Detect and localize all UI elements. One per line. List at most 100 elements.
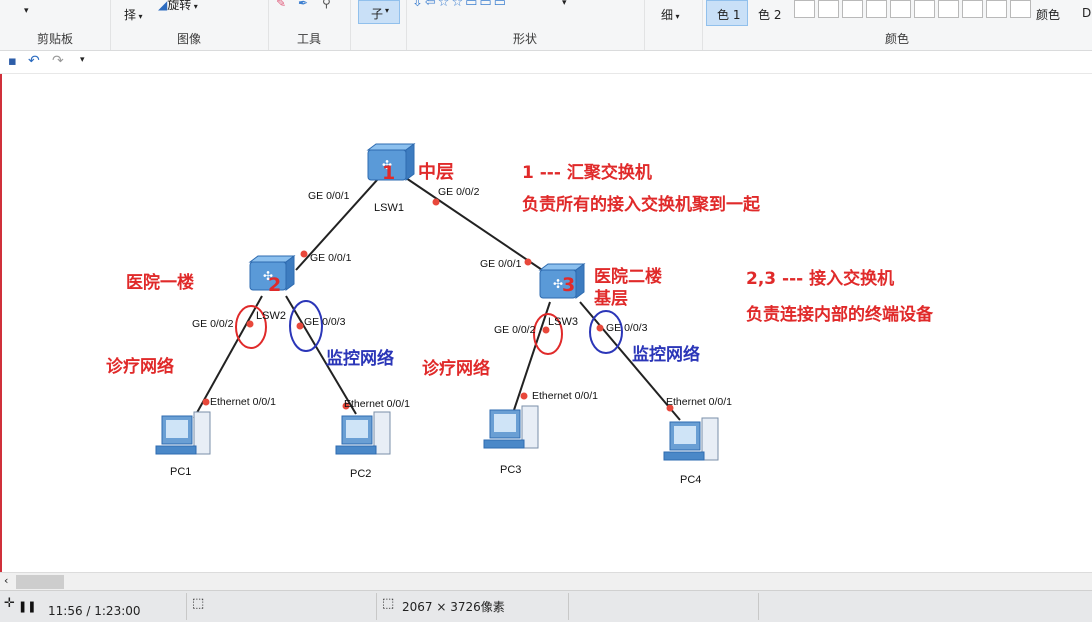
aggregation-switch-title: 1 --- 汇聚交换机: [522, 163, 652, 183]
hospital-floor2-label: 医院二楼: [594, 267, 662, 287]
svg-text:✣: ✣: [263, 269, 273, 283]
selection-size-icon: ⬚: [192, 596, 205, 611]
customize-toolbar-icon[interactable]: ▾: [80, 55, 85, 65]
horizontal-scrollbar[interactable]: ‹: [0, 572, 1092, 591]
switch-icon: ✣: [248, 255, 296, 291]
palette-swatch[interactable]: [818, 0, 839, 18]
scrollbar-thumb[interactable]: [16, 575, 64, 589]
palette-swatch[interactable]: [1010, 0, 1031, 18]
medical-port-circle: [235, 305, 267, 349]
status-divider: [186, 593, 187, 620]
palette-swatch[interactable]: [914, 0, 935, 18]
port-label: GE 0/0/2: [438, 186, 480, 198]
shapes-group-label: 形状: [512, 32, 537, 46]
colors-group-label: 颜色: [884, 32, 909, 46]
save-icon[interactable]: ▪: [8, 54, 17, 69]
pc3-label: PC3: [500, 464, 522, 476]
color-picker-icon[interactable]: ✒: [298, 0, 309, 10]
medical-network-label: 诊疗网络: [106, 357, 174, 377]
port-label: GE 0/0/1: [310, 252, 352, 264]
node-number-1: 1: [382, 162, 396, 184]
monitor-port-circle: [589, 310, 623, 354]
rotate-button[interactable]: ◢旋转 ▾: [158, 0, 198, 12]
port-dot: [542, 326, 550, 334]
status-bar: ✛ ❚❚ 11:56 / 1:23:00 ⬚ ⬚ 2067 × 3726像素: [0, 590, 1092, 622]
port-dot: [432, 198, 440, 206]
scroll-left-icon[interactable]: ‹: [4, 574, 9, 587]
edit-colors-button[interactable]: 颜色: [1036, 8, 1061, 22]
redo-icon[interactable]: ↷: [52, 53, 64, 69]
access-switch-title: 2,3 --- 接入交换机: [746, 269, 895, 289]
shapes-gallery-icon[interactable]: ⇩⇦☆☆▭▭▭: [412, 0, 508, 10]
cut-off-button[interactable]: D: [1082, 6, 1092, 20]
color1-button[interactable]: 色 1: [706, 0, 748, 26]
svg-text:✣: ✣: [382, 158, 392, 172]
magnifier-icon[interactable]: ⚲: [322, 0, 331, 10]
medical-port-circle: [533, 313, 563, 355]
lsw1-label: LSW1: [374, 202, 404, 214]
port-dot: [596, 324, 604, 332]
palette-swatch[interactable]: [962, 0, 983, 18]
colors-group: 色 1 色 2 颜色 D 颜色: [702, 0, 1092, 50]
lsw3-label: LSW3: [548, 316, 578, 328]
port-label: GE 0/0/3: [606, 322, 648, 334]
pc4-label: PC4: [680, 474, 702, 486]
size-dropdown-icon: ▾: [385, 6, 390, 15]
shapes-more-icon[interactable]: ▾: [562, 0, 567, 8]
topology-diagram: ✣ ✣ ✣: [155, 143, 719, 461]
port-dot: [246, 320, 254, 328]
link-lsw2-pc1: [193, 295, 263, 419]
color2-button[interactable]: 色 2: [758, 8, 782, 22]
hospital-floor1-label: 医院一楼: [126, 273, 194, 293]
image-size-icon: ⬚: [382, 596, 395, 611]
palette-swatch[interactable]: [890, 0, 911, 18]
port-dot: [342, 402, 350, 410]
image-group-label: 图像: [176, 32, 201, 46]
port-label: GE 0/0/1: [308, 190, 350, 202]
clipboard-group: ▾ 剪贴板: [0, 0, 111, 50]
image-group: 择 ▾ ◢旋转 ▾ 图像: [110, 0, 269, 50]
select-button[interactable]: 择 ▾: [124, 8, 143, 22]
port-label: Ethernet 0/0/1: [666, 396, 732, 408]
clipboard-group-label: 剪贴板: [36, 32, 73, 46]
ribbon: ▾ 剪贴板 择 ▾ ◢旋转 ▾ 图像 ✎ ✒ ⚲ 工具 子 ▾ ⇩⇦☆☆▭▭▭ …: [0, 0, 1092, 51]
palette-swatch[interactable]: [866, 0, 887, 18]
palette-swatch[interactable]: [986, 0, 1007, 18]
pc2-label: PC2: [350, 468, 372, 480]
thickness-group: 细 ▾: [644, 0, 703, 50]
status-divider: [376, 593, 377, 620]
paste-dropdown-icon[interactable]: ▾: [24, 6, 29, 16]
middle-layer-label: 中层: [418, 162, 454, 183]
port-label: Ethernet 0/0/1: [532, 390, 598, 402]
link-lsw3-pc3: [511, 301, 551, 417]
medical-network-label: 诊疗网络: [422, 359, 490, 379]
palette-swatch[interactable]: [938, 0, 959, 18]
pc1-label: PC1: [170, 466, 192, 478]
basement-label: 基层: [594, 289, 628, 309]
tools-group-label: 工具: [296, 32, 321, 46]
lsw2-label: LSW2: [256, 310, 286, 322]
canvas[interactable]: ✣ ✣ ✣: [0, 74, 1092, 572]
link-lsw2-pc2: [285, 295, 357, 415]
eraser-icon[interactable]: ✎: [276, 0, 287, 10]
palette-swatch[interactable]: [842, 0, 863, 18]
port-label: GE 0/0/2: [494, 324, 536, 336]
pc-icon: [155, 411, 211, 455]
undo-icon[interactable]: ↶: [28, 53, 40, 69]
pause-icon[interactable]: ❚❚: [18, 600, 37, 613]
size-button[interactable]: 子 ▾: [358, 0, 400, 24]
status-divider: [758, 593, 759, 620]
palette-swatch[interactable]: [794, 0, 815, 18]
shapes-group: ⇩⇦☆☆▭▭▭ ▾ 形状: [406, 0, 645, 50]
port-dot: [524, 258, 532, 266]
access-switch-description: 负责连接内部的终端设备: [746, 305, 933, 325]
aggregation-switch-description: 负责所有的接入交换机聚到一起: [522, 195, 760, 215]
monitor-network-label: 监控网络: [326, 349, 394, 369]
thickness-button[interactable]: 细 ▾: [661, 8, 680, 22]
quick-access-toolbar: ▪ ↶ ↷ ▾: [0, 51, 1092, 74]
move-cursor-icon: ✛: [4, 596, 15, 611]
brushes-group: 子 ▾: [350, 0, 407, 50]
node-number-3: 3: [562, 274, 576, 296]
port-dot: [300, 250, 308, 258]
port-dot: [202, 398, 210, 406]
